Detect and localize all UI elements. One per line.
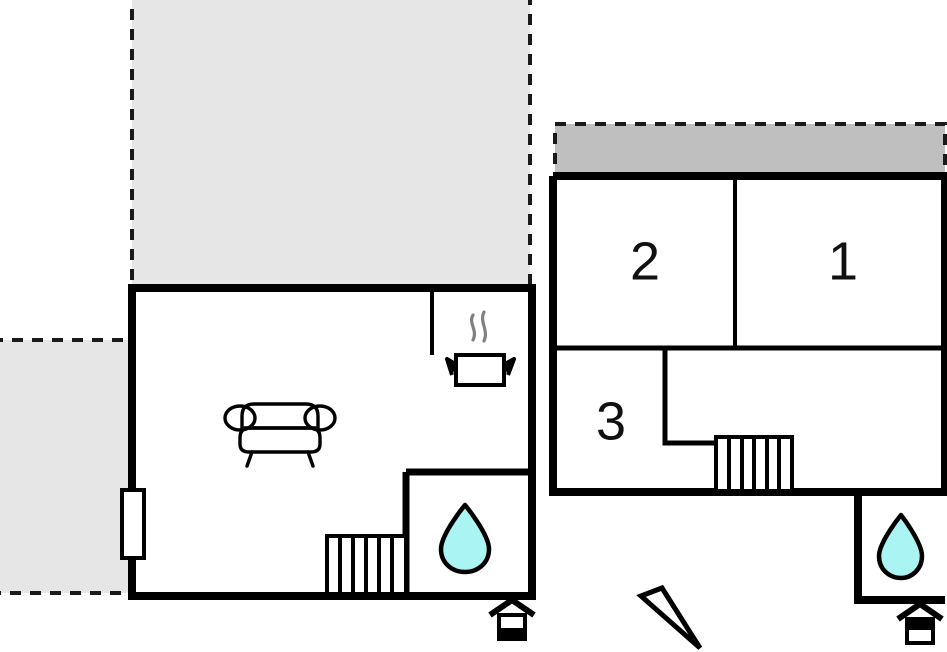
room-number-2: 2 <box>630 231 660 291</box>
cooking-pot-icon <box>445 310 516 387</box>
ground-floor-plan <box>0 0 536 641</box>
house-entrance-icon <box>896 600 944 645</box>
room3-partition-wall <box>662 350 720 446</box>
sofa-icon <box>223 402 337 468</box>
window-left <box>120 488 146 560</box>
water-drop-icon <box>438 502 492 575</box>
room-number-3: 3 <box>596 391 626 451</box>
terrace-west <box>0 338 132 595</box>
terrace-north <box>130 0 532 290</box>
balcony-north <box>553 122 947 176</box>
staircase-upper <box>714 435 794 493</box>
staircase-ground <box>325 534 408 596</box>
room-number-1: 1 <box>828 231 858 291</box>
water-drop-icon <box>876 512 925 581</box>
north-arrow-icon <box>636 584 703 650</box>
upper-floor-plan: 2 1 3 <box>549 122 947 645</box>
house-entrance-icon <box>488 596 536 641</box>
